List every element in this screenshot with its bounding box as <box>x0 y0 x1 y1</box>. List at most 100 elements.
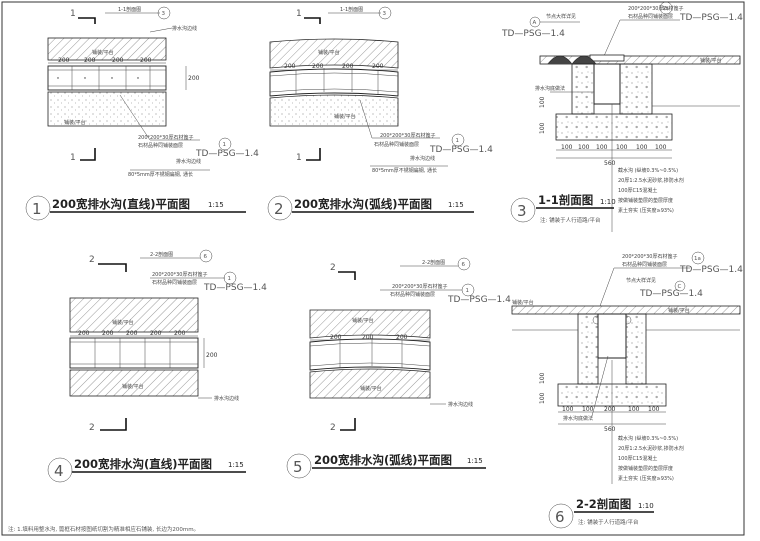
svg-text:4: 4 <box>54 462 64 480</box>
svg-text:200*200*30厚石材篦子: 200*200*30厚石材篦子 <box>380 132 435 139</box>
svg-text:200: 200 <box>112 57 124 64</box>
svg-text:1: 1 <box>70 153 76 163</box>
section-callout-circle <box>157 6 171 20</box>
section-mark-1-top: 1 <box>70 9 76 19</box>
drawing-title-5: 200宽排水沟(弧线)平面图 <box>314 453 452 467</box>
svg-text:100: 100 <box>539 372 546 384</box>
svg-text:1a: 1a <box>694 256 701 262</box>
svg-text:100厚C15混凝土: 100厚C15混凝土 <box>618 455 657 462</box>
svg-text:1:15: 1:15 <box>228 461 244 469</box>
svg-text:200: 200 <box>284 63 296 70</box>
svg-text:TD—PSG—1.4: TD—PSG—1.4 <box>679 265 743 275</box>
drawing-5-curve-plan: 2 2-2剖面图 6 200*200*30厚石材篦子 石材品种同铺装面层 1 T… <box>286 257 511 479</box>
svg-text:1: 1 <box>223 142 227 148</box>
svg-text:铺装/平台: 铺装/平台 <box>360 385 382 392</box>
svg-text:200: 200 <box>312 63 324 70</box>
svg-text:铺装/平台: 铺装/平台 <box>700 57 722 64</box>
svg-text:100厚C15混凝土: 100厚C15混凝土 <box>618 187 657 194</box>
svg-text:TD—PSG—1.4: TD—PSG—1.4 <box>501 29 565 39</box>
svg-text:铺装/平台: 铺装/平台 <box>122 383 144 390</box>
svg-text:2: 2 <box>274 200 284 218</box>
svg-text:1: 1 <box>296 153 302 163</box>
drawing-4-straight-plan: 2 2-2剖面图 6 200*200*30厚石材篦子 石材品种同铺装面层 1 T… <box>47 249 267 483</box>
svg-text:石材品种同铺装面层: 石材品种同铺装面层 <box>628 13 673 20</box>
svg-text:200: 200 <box>150 330 162 337</box>
drain-grate-section <box>589 54 625 62</box>
svg-text:200*200*30厚石材篦子: 200*200*30厚石材篦子 <box>392 283 447 290</box>
paving-layer-d6 <box>511 305 741 315</box>
svg-text:铺装/平台: 铺装/平台 <box>668 307 690 314</box>
svg-text:200: 200 <box>396 334 408 341</box>
svg-text:TD—PSG—1.4: TD—PSG—1.4 <box>639 289 703 299</box>
svg-text:1:10: 1:10 <box>638 502 654 510</box>
paving-top-d4 <box>69 297 199 333</box>
svg-text:素土夯实 (压实度≥93%): 素土夯实 (压实度≥93%) <box>618 475 674 482</box>
drain-grates-d4 <box>69 337 199 369</box>
dimension-bottom-d3: 100 100 100 100 100 100 560 100 100 <box>539 96 672 167</box>
drawing-number-circle-6 <box>548 503 574 529</box>
svg-text:截水沟 (纵坡0.3%~0.5%): 截水沟 (纵坡0.3%~0.5%) <box>618 167 678 174</box>
drain-channel <box>593 63 621 105</box>
svg-text:200: 200 <box>362 334 374 341</box>
svg-text:200: 200 <box>206 352 218 359</box>
svg-text:1:15: 1:15 <box>208 201 224 209</box>
paving-top-d5 <box>309 309 431 339</box>
svg-text:TD—PSG—1.4: TD—PSG—1.4 <box>679 13 743 23</box>
svg-text:200*200*30厚石材篦子: 200*200*30厚石材篦子 <box>628 5 683 12</box>
svg-text:铺装/平台: 铺装/平台 <box>64 119 86 126</box>
paving-top <box>47 37 167 61</box>
svg-text:100: 100 <box>578 144 590 151</box>
concrete-wall-left <box>571 63 595 115</box>
svg-text:560: 560 <box>604 160 616 167</box>
svg-text:100: 100 <box>539 96 546 108</box>
svg-text:石材品种同铺装面层: 石材品种同铺装面层 <box>138 142 183 149</box>
svg-text:200: 200 <box>188 75 200 82</box>
svg-text:注: 铺装于人行道路/平台: 注: 铺装于人行道路/平台 <box>540 216 601 224</box>
svg-text:排水沟边线: 排水沟边线 <box>176 158 201 165</box>
drawing-title-6: 2-2剖面图 <box>576 497 631 511</box>
svg-text:排水沟边线: 排水沟边线 <box>172 25 197 32</box>
drain-grates <box>47 65 167 91</box>
svg-text:石材品种同铺装面层: 石材品种同铺装面层 <box>622 261 667 268</box>
svg-text:100: 100 <box>562 406 574 413</box>
svg-text:节点大样详见: 节点大样详见 <box>546 13 576 20</box>
section-cut-bottom <box>80 148 96 161</box>
paving-top-curved <box>269 38 399 69</box>
svg-text:2-2剖面图: 2-2剖面图 <box>422 259 445 266</box>
svg-text:6: 6 <box>204 254 208 260</box>
paving-bottom-curved <box>269 94 399 127</box>
svg-text:200: 200 <box>342 63 354 70</box>
svg-text:1: 1 <box>456 138 460 144</box>
drawing-1-straight-plan: 1 1-1剖面图 3 铺装/平台 排水沟边线 200 200 200 200 2… <box>25 6 259 221</box>
svg-text:TD—PSG—1.4: TD—PSG—1.4 <box>429 145 493 155</box>
svg-text:铺装/平台: 铺装/平台 <box>512 299 534 306</box>
svg-text:100: 100 <box>655 144 667 151</box>
svg-text:200: 200 <box>330 334 342 341</box>
drawing-number-circle-3 <box>510 197 536 223</box>
svg-text:A: A <box>533 20 537 26</box>
section-cut-top <box>78 17 96 24</box>
drawing-number-circle-4 <box>47 457 73 483</box>
svg-text:100: 100 <box>596 144 608 151</box>
drawing-title-4: 200宽排水沟(直线)平面图 <box>74 457 212 471</box>
svg-text:1: 1 <box>228 276 232 282</box>
svg-text:2: 2 <box>330 263 336 273</box>
paving-bottom-d5 <box>309 368 431 399</box>
svg-text:素土夯实 (压实度≥93%): 素土夯实 (压实度≥93%) <box>618 207 674 214</box>
svg-text:200*200*30厚石材篦子: 200*200*30厚石材篦子 <box>622 253 677 260</box>
svg-text:100: 100 <box>561 144 573 151</box>
svg-text:节点大样详见: 节点大样详见 <box>626 277 656 284</box>
svg-text:TD—PSG—1.4: TD—PSG—1.4 <box>203 283 267 293</box>
layer-notes-d6: 截水沟 (纵坡0.3%~0.5%) 20厚1:2.5水泥砂浆,掺防水剂 100厚… <box>611 360 684 484</box>
svg-text:200*200*30厚石材篦子: 200*200*30厚石材篦子 <box>152 271 207 278</box>
svg-text:2-2剖面图: 2-2剖面图 <box>150 251 173 258</box>
svg-text:1:15: 1:15 <box>467 457 483 465</box>
svg-text:200: 200 <box>102 330 114 337</box>
svg-text:2: 2 <box>89 255 95 265</box>
drain-curved-d5 <box>309 338 431 371</box>
layer-notes-d3: 截水沟 (纵坡0.3%~0.5%) 20厚1:2.5水泥砂浆,掺防水剂 100厚… <box>611 104 684 232</box>
drawing-6-section-2-2: 200*200*30厚石材篦子 石材品种同铺装面层 1a TD—PSG—1.4 … <box>511 251 743 529</box>
drawing-2-curve-plan: 1 1-1剖面图 3 铺装/平台 200 200 200 200 铺装/平台 2… <box>267 6 493 221</box>
drawing-title-3: 1-1剖面图 <box>538 193 593 207</box>
svg-text:C: C <box>678 284 682 290</box>
